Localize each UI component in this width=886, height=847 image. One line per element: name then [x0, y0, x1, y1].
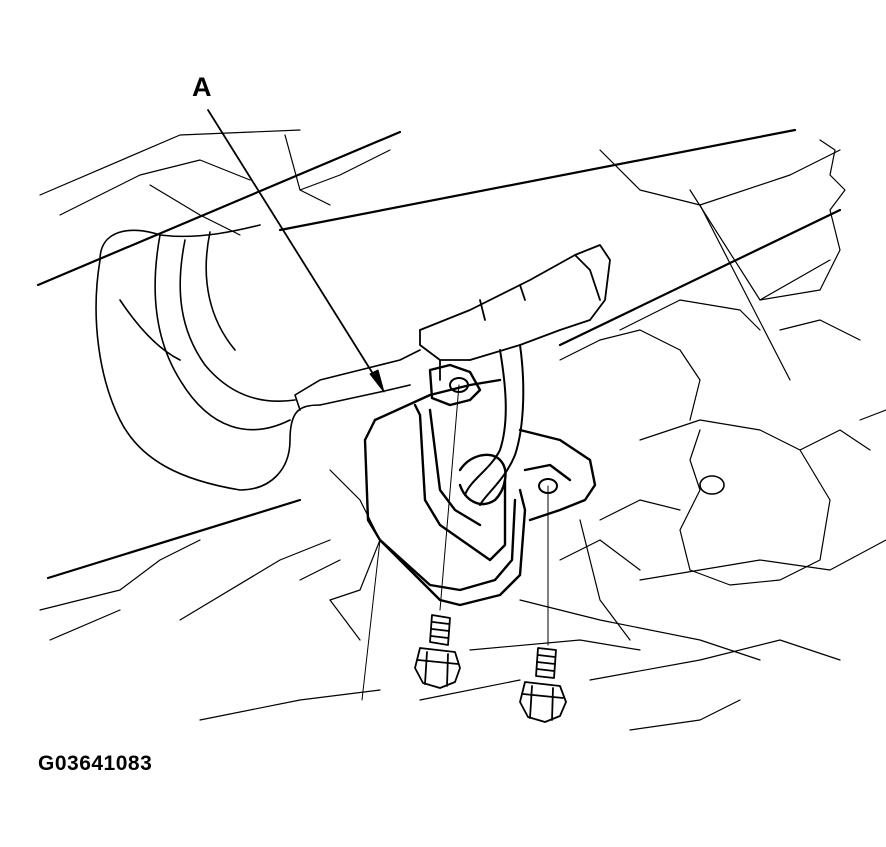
frame-mount-hole: [699, 475, 725, 495]
insulator-bolt-hole-left: [449, 377, 469, 393]
bolt-right: [519, 647, 567, 723]
bolt-guide-lines: [361, 384, 549, 701]
pipe-hanger-bracket: [419, 244, 611, 381]
callout-arrowhead: [369, 369, 385, 393]
figure-id: G03641083: [38, 752, 153, 775]
callout-leader: [207, 109, 381, 386]
callout-label-a: A: [192, 72, 212, 102]
muffler-body: [95, 224, 421, 491]
bolt-left: [414, 614, 461, 689]
exhaust-pipe: [36, 128, 842, 580]
hanger-rod: [464, 344, 525, 506]
rubber-insulator: [363, 363, 597, 607]
underbody-background: [39, 129, 886, 731]
